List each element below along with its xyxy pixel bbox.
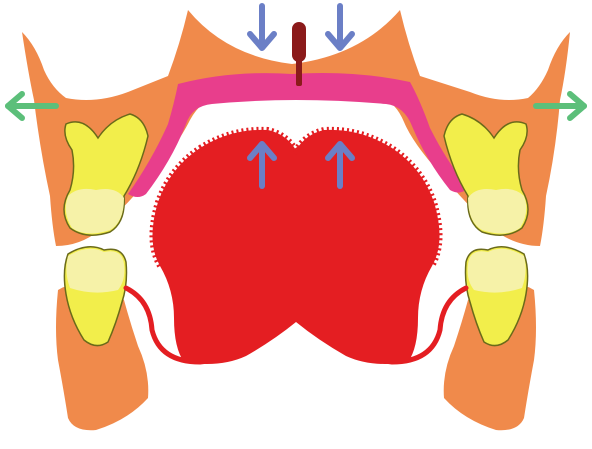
upper-molar-left xyxy=(64,114,148,235)
arrow-down-right xyxy=(328,6,352,48)
midpalatal-suture-stem xyxy=(296,56,302,86)
tongue xyxy=(152,130,439,364)
upper-molar-right xyxy=(444,114,528,235)
arrow-down-left xyxy=(250,6,274,48)
